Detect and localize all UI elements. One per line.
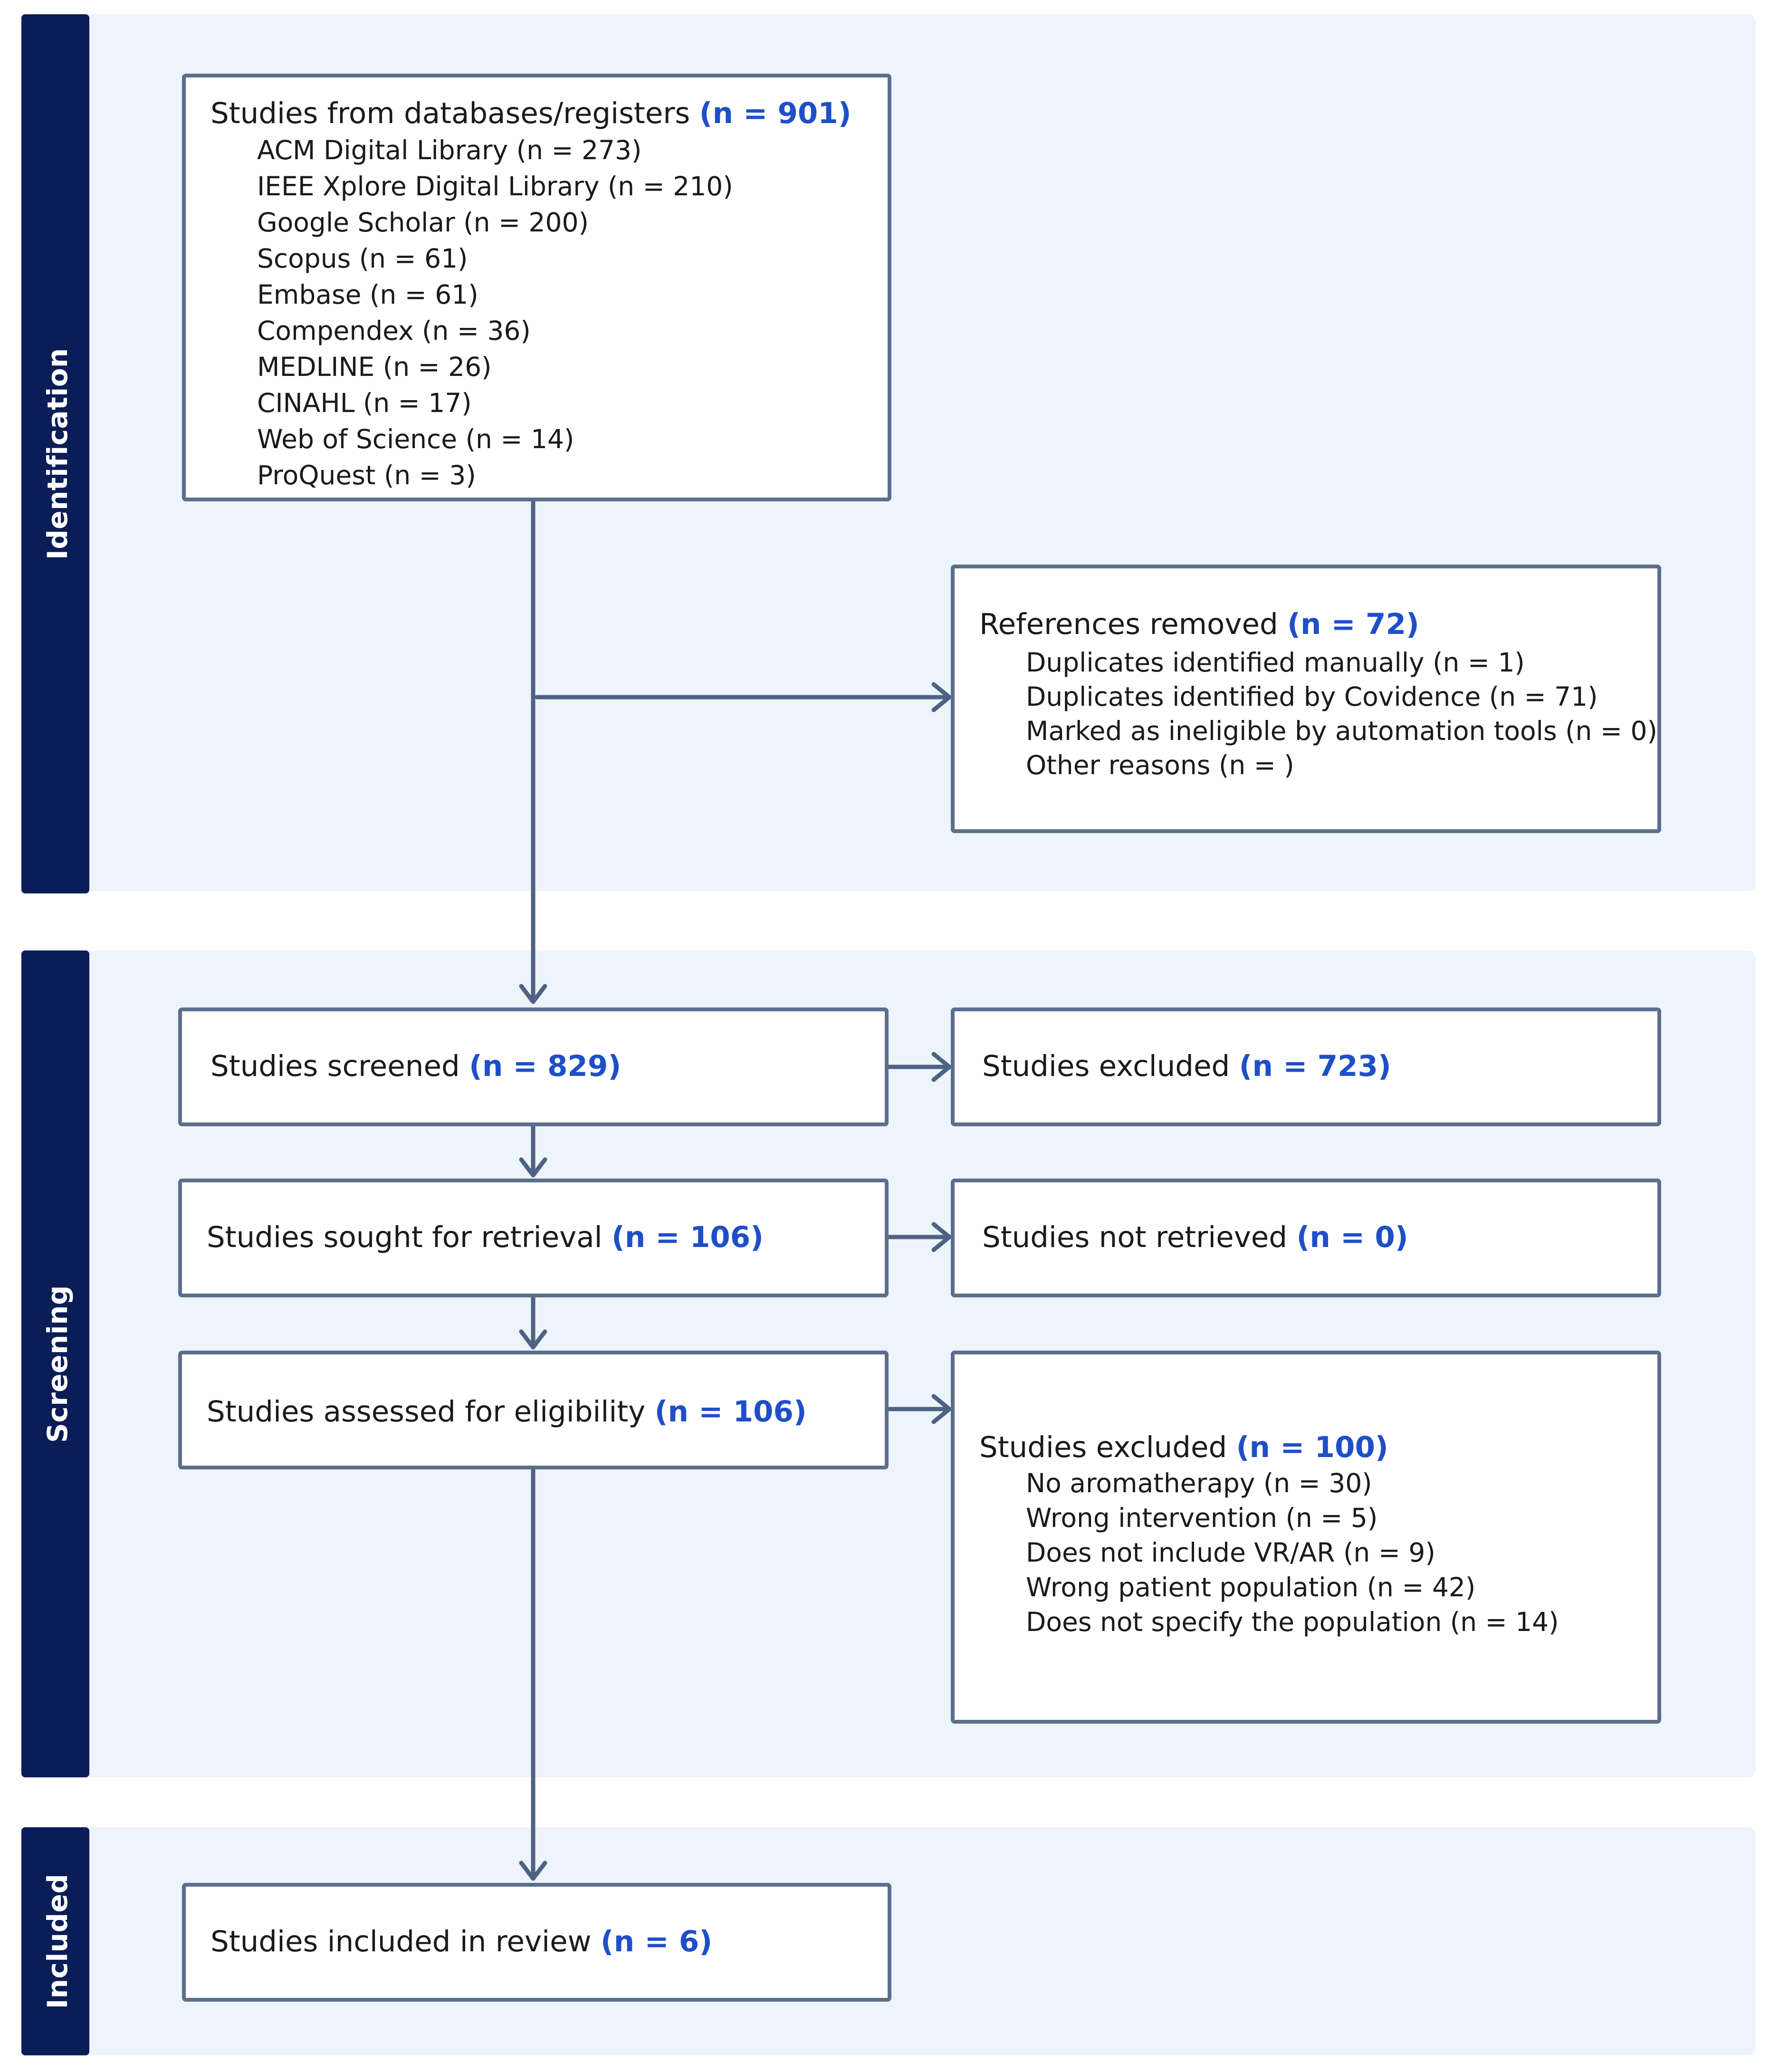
list-item: Google Scholar (n = 200) bbox=[257, 207, 589, 238]
arrowhead-removed bbox=[931, 682, 952, 712]
included-bar bbox=[21, 1827, 89, 2055]
list-item: CINAHL (n = 17) bbox=[257, 388, 472, 418]
arrowhead-retrieval bbox=[519, 1157, 547, 1178]
arrowhead-included bbox=[519, 1861, 547, 1881]
list-item: Wrong patient population (n = 42) bbox=[1026, 1572, 1476, 1602]
arrowhead-screened bbox=[519, 984, 547, 1004]
removed-list: Duplicates identified manually (n = 1) D… bbox=[1026, 645, 1657, 782]
excluded1-box: Studies excluded (n = 723) bbox=[951, 1007, 1661, 1126]
arrowhead-excluded2 bbox=[931, 1394, 952, 1424]
retrieval-box: Studies sought for retrieval (n = 106) bbox=[178, 1179, 889, 1297]
list-item: ProQuest (n = 3) bbox=[257, 460, 476, 490]
list-item: Compendex (n = 36) bbox=[257, 316, 531, 346]
arrowhead-not-retrieved bbox=[931, 1222, 952, 1252]
identification-bar bbox=[21, 14, 89, 893]
eligibility-count: (n = 106) bbox=[654, 1395, 807, 1429]
list-item: Duplicates identified by Covidence (n = … bbox=[1026, 681, 1598, 712]
screened-title: Studies screened (n = 829) bbox=[210, 1049, 622, 1083]
included-box: Studies included in review (n = 6) bbox=[182, 1883, 891, 2002]
not-retrieved-count: (n = 0) bbox=[1296, 1220, 1408, 1254]
databases-list: ACM Digital Library (n = 273) IEEE Xplor… bbox=[257, 132, 733, 493]
list-item: Wrong intervention (n = 5) bbox=[1026, 1503, 1378, 1533]
list-item: IEEE Xplore Digital Library (n = 210) bbox=[257, 171, 733, 201]
list-item: No aromatherapy (n = 30) bbox=[1026, 1468, 1372, 1498]
databases-count: (n = 901) bbox=[699, 96, 851, 130]
excluded2-box: Studies excluded (n = 100) No aromathera… bbox=[951, 1351, 1661, 1724]
excluded1-count: (n = 723) bbox=[1239, 1049, 1391, 1083]
list-item: ACM Digital Library (n = 273) bbox=[257, 135, 642, 165]
eligibility-box: Studies assessed for eligibility (n = 10… bbox=[178, 1351, 889, 1469]
excluded1-title: Studies excluded (n = 723) bbox=[982, 1049, 1391, 1083]
included-count: (n = 6) bbox=[600, 1925, 713, 1958]
databases-title: Studies from databases/registers (n = 90… bbox=[210, 96, 851, 130]
not-retrieved-title: Studies not retrieved (n = 0) bbox=[982, 1220, 1408, 1254]
excluded2-title: Studies excluded (n = 100) bbox=[979, 1430, 1388, 1464]
excluded2-list: No aromatherapy (n = 30) Wrong intervent… bbox=[1026, 1466, 1559, 1640]
included-title: Studies included in review (n = 6) bbox=[210, 1925, 713, 1958]
eligibility-title: Studies assessed for eligibility (n = 10… bbox=[207, 1395, 807, 1429]
screened-box: Studies screened (n = 829) bbox=[178, 1007, 889, 1126]
list-item: Scopus (n = 61) bbox=[257, 243, 468, 274]
list-item: Web of Science (n = 14) bbox=[257, 424, 574, 454]
list-item: Does not specify the population (n = 14) bbox=[1026, 1607, 1559, 1637]
screening-bar bbox=[21, 950, 89, 1777]
arrowhead-eligibility bbox=[519, 1329, 547, 1350]
not-retrieved-box: Studies not retrieved (n = 0) bbox=[951, 1179, 1661, 1297]
list-item: Embase (n = 61) bbox=[257, 279, 478, 310]
retrieval-count: (n = 106) bbox=[611, 1220, 764, 1254]
list-item: MEDLINE (n = 26) bbox=[257, 352, 492, 382]
excluded2-count: (n = 100) bbox=[1236, 1430, 1388, 1464]
removed-box: References removed (n = 72) Duplicates i… bbox=[951, 565, 1661, 833]
screened-count: (n = 829) bbox=[469, 1049, 622, 1083]
removed-title: References removed (n = 72) bbox=[979, 607, 1419, 641]
databases-box: Studies from databases/registers (n = 90… bbox=[182, 74, 891, 501]
list-item: Does not include VR/AR (n = 9) bbox=[1026, 1537, 1435, 1568]
arrowhead-excluded1 bbox=[931, 1052, 952, 1082]
list-item: Duplicates identified manually (n = 1) bbox=[1026, 647, 1525, 678]
removed-count: (n = 72) bbox=[1287, 607, 1419, 641]
retrieval-title: Studies sought for retrieval (n = 106) bbox=[207, 1220, 764, 1254]
list-item: Marked as ineligible by automation tools… bbox=[1026, 716, 1657, 746]
list-item: Other reasons (n = ) bbox=[1026, 750, 1294, 780]
